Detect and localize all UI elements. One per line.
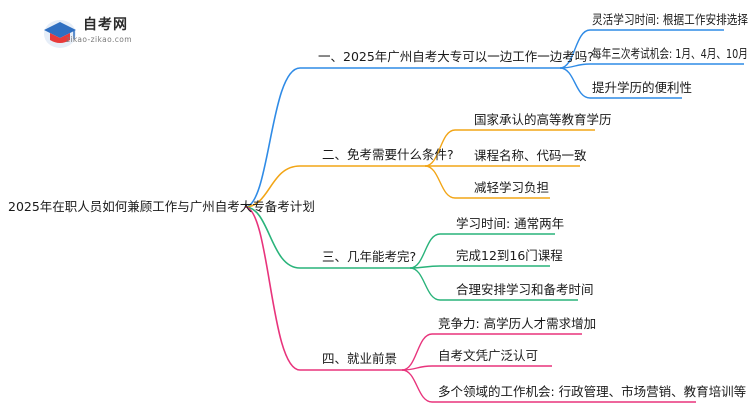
branch-1-item-1: 灵活学习时间: 根据工作安排选择 (592, 12, 749, 27)
connector-root-branch1 (244, 67, 301, 208)
root-topic: 2025年在职人员如何兼顾工作与广州自考大专备考计划 (8, 199, 315, 214)
branch-2-label: 二、免考需要什么条件? (322, 147, 454, 162)
site-logo[interactable] (38, 12, 148, 52)
branch-3-label: 三、几年能考完? (322, 249, 417, 264)
connector-b2-c1 (424, 129, 456, 167)
branch-2-item-3: 减轻学习负担 (474, 180, 550, 195)
connector-b1-c1 (559, 29, 591, 69)
branch-4-item-3: 多个领域的工作机会: 行政管理、市场营销、教育培训等 (438, 384, 747, 399)
logo-name: 自考网 (83, 17, 128, 33)
branch-1-item-3: 提升学历的便利性 (592, 80, 693, 95)
branch-3-item-1: 学习时间: 通常两年 (456, 216, 565, 231)
connector-b4-c1 (401, 333, 433, 371)
branch-2-item-1: 国家承认的高等教育学历 (474, 112, 612, 127)
branch-3-item-3: 合理安排学习和备考时间 (456, 282, 594, 297)
connector-b2-c3 (424, 165, 456, 199)
connector-root-branch3 (244, 206, 301, 269)
connector-root-branch2 (244, 165, 301, 208)
branch-4-item-2: 自考文凭广泛认可 (438, 348, 539, 363)
branch-3-item-2: 完成12到16门课程 (456, 248, 563, 263)
connector-b1-c3 (559, 67, 591, 99)
connector-b3-c3 (409, 267, 441, 301)
connector-b4-c3 (401, 369, 433, 403)
logo-url: zikao-zikao.com (66, 35, 132, 44)
branch-2-item-2: 课程名称、代码一致 (474, 148, 587, 163)
connector-b3-c1 (409, 233, 441, 269)
branch-4-label: 四、就业前景 (322, 351, 398, 366)
branch-1-item-2: 每年三次考试机会: 1月、4月、10月 (592, 46, 748, 61)
branch-4-item-1: 竞争力: 高学历人才需求增加 (438, 316, 597, 331)
connector-root-branch4 (244, 206, 301, 371)
branch-1-label: 一、2025年广州自考大专可以一边工作一边考吗? (318, 49, 594, 64)
graduation-cap-icon (44, 20, 76, 48)
